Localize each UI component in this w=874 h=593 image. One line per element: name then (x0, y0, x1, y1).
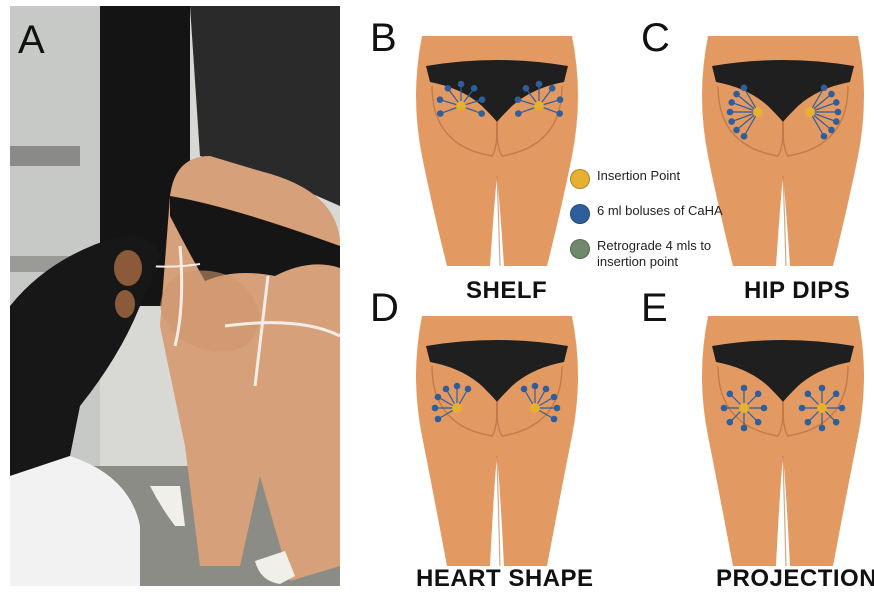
bolus-dot (828, 91, 835, 98)
bolus-dot (454, 383, 461, 390)
bolus-dot (728, 118, 735, 125)
figure-projection (698, 316, 868, 566)
bolus-dot (554, 405, 561, 412)
legend-label: 6 ml boluses of CaHA (597, 203, 723, 219)
figure-shelf (412, 36, 582, 266)
insertion-dot (739, 403, 749, 413)
bolus-dot (755, 391, 762, 398)
figure-heart-shape (412, 316, 582, 566)
bolus-dot (828, 127, 835, 134)
bolus-dot (727, 391, 734, 398)
bolus-dot (741, 84, 748, 91)
bolus-dot (478, 110, 485, 117)
bolus-dot (543, 386, 550, 393)
bolus-dot (805, 419, 812, 426)
bolus-dot (458, 81, 465, 88)
legend-item-retrograde: Retrograde 4 mls to insertion point (570, 238, 730, 270)
bolus-dot (532, 383, 539, 390)
bolus-dot (521, 386, 528, 393)
bolus-dot (821, 133, 828, 140)
insertion-dot (530, 403, 540, 413)
bolus-dot (755, 419, 762, 426)
bolus-dot (741, 133, 748, 140)
bolus-dot (761, 405, 768, 412)
bolus-dot (556, 110, 563, 117)
panel-letter-e: E (641, 288, 668, 328)
bolus-dot (551, 394, 558, 401)
insertion-dot (753, 107, 763, 117)
caption-projection: PROJECTION (716, 565, 874, 593)
legend-label: Retrograde 4 mls to insertion point (597, 238, 730, 270)
bolus-dot (471, 85, 478, 92)
bolus-dot (835, 109, 842, 116)
insertion-dot (534, 101, 544, 111)
insertion-dot (456, 101, 466, 111)
caption-heart-shape: HEART SHAPE (416, 565, 594, 593)
bolus-dot (479, 96, 486, 103)
patient-photo (10, 6, 340, 586)
retrograde-icon (570, 239, 590, 259)
insertion-dot (452, 403, 462, 413)
legend-label: Insertion Point (597, 168, 680, 184)
panel-letter-d: D (370, 288, 399, 328)
bolus-dot (833, 99, 840, 106)
bolus-dot (536, 81, 543, 88)
bolus-dot (819, 425, 826, 432)
bolus-dot (549, 85, 556, 92)
bolus-dot (733, 127, 740, 134)
legend-item-insertion: Insertion Point (570, 168, 730, 189)
bolus-dot (445, 85, 452, 92)
bolus-dot (432, 405, 439, 412)
legend-item-bolus: 6 ml boluses of CaHA (570, 203, 730, 224)
bolus-dot (728, 99, 735, 106)
bolus-dot (833, 419, 840, 426)
bolus-dot (727, 109, 734, 116)
bolus-dot (515, 110, 522, 117)
bolus-dot (833, 391, 840, 398)
bolus-dot (727, 419, 734, 426)
insertion-dot (817, 403, 827, 413)
bolus-dot (435, 394, 442, 401)
insertion-dot (805, 107, 815, 117)
insertion-point-icon (570, 169, 590, 189)
bolus-dot (437, 110, 444, 117)
legend: Insertion Point 6 ml boluses of CaHA Ret… (570, 168, 730, 284)
panel-letter-c: C (641, 18, 670, 58)
bolus-dot (741, 425, 748, 432)
panel-letter-a: A (18, 20, 45, 60)
panel-letter-b: B (370, 18, 397, 58)
bolus-dot (551, 416, 558, 423)
bolus-dot (443, 386, 450, 393)
bolus-dot (437, 96, 444, 103)
bolus-dot (839, 405, 846, 412)
caption-shelf: SHELF (466, 277, 547, 305)
bolus-dot (435, 416, 442, 423)
bolus-dot (523, 85, 530, 92)
bolus-dot (805, 391, 812, 398)
bolus-icon (570, 204, 590, 224)
bolus-dot (557, 96, 564, 103)
bolus-dot (821, 84, 828, 91)
bolus-dot (721, 405, 728, 412)
bolus-dot (515, 96, 522, 103)
bolus-dot (819, 385, 826, 392)
bolus-dot (833, 118, 840, 125)
bolus-dot (465, 386, 472, 393)
bolus-dot (733, 91, 740, 98)
bolus-dot (799, 405, 806, 412)
bolus-dot (741, 385, 748, 392)
caption-hip-dips: HIP DIPS (744, 277, 850, 305)
